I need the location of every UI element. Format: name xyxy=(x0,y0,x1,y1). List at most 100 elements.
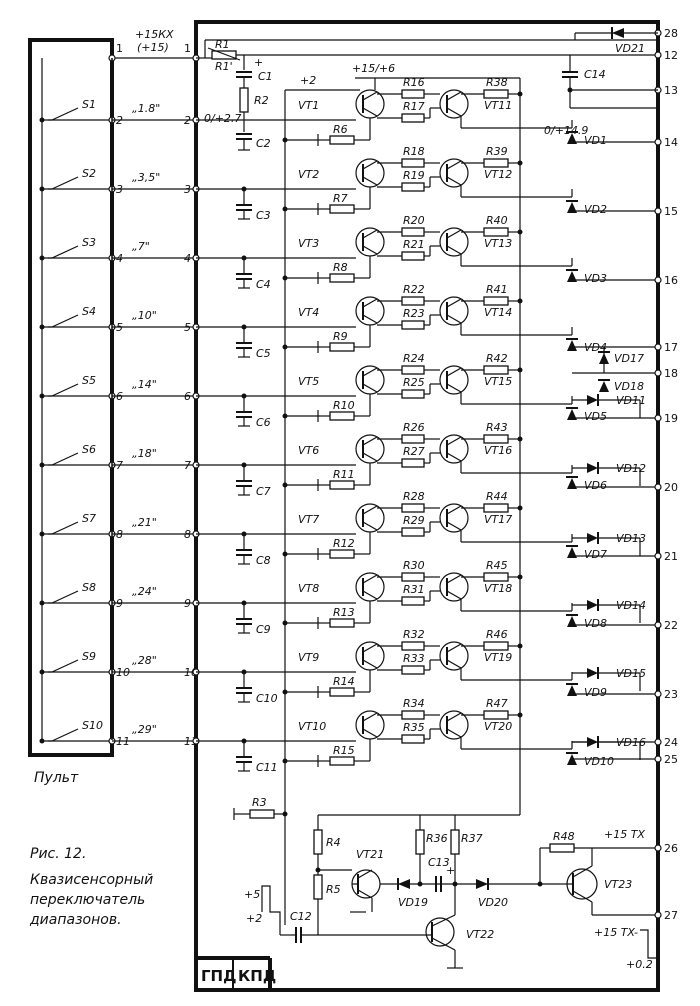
resistor-base xyxy=(329,687,355,697)
switch-row: S56„14"6C6 xyxy=(39,374,356,429)
resistor-r-top-label: R34 xyxy=(403,697,425,710)
transistor-vt20-label: VT20 xyxy=(484,720,512,733)
top-section: R1 R1' + C1 R2 C2 28 VD21 12 13 xyxy=(196,27,678,925)
output-pin-number: 14 xyxy=(664,136,678,149)
resistor-base-label: R11 xyxy=(333,468,355,481)
resistor-r-top xyxy=(401,296,425,306)
panel-label: Пульт xyxy=(34,770,79,786)
svg-text:28: 28 xyxy=(664,27,678,40)
resistor-base-label: R6 xyxy=(333,123,348,136)
supply-16-label: +15/+6 xyxy=(352,62,395,75)
resistor-r-mid-label: R25 xyxy=(403,376,425,389)
top-supply-label-1: +15КХ xyxy=(135,28,174,41)
resistor-r-top xyxy=(401,572,425,582)
transistor-vt11-label: VT11 xyxy=(484,99,512,112)
output-pin xyxy=(654,483,662,491)
svg-text:VD21: VD21 xyxy=(615,42,645,55)
resistor-r-top xyxy=(401,227,425,237)
resistor-r-mid xyxy=(401,665,425,675)
switch-label: S2 xyxy=(82,167,96,180)
resistor-r-top xyxy=(401,503,425,513)
svg-text:13: 13 xyxy=(664,84,678,97)
resistor-right-label: R42 xyxy=(486,352,508,365)
resistor-right-label: R40 xyxy=(486,214,508,227)
board-pin-number: 4 xyxy=(184,252,191,265)
svg-text:VT21: VT21 xyxy=(356,848,384,861)
svg-text:R5: R5 xyxy=(326,883,341,896)
switch-row: S78„21"8C8 xyxy=(39,512,356,567)
diode-vd3 xyxy=(567,271,577,282)
resistor-base-label: R13 xyxy=(333,606,355,619)
output-pin-number: 18 xyxy=(664,367,678,380)
tx-supply-label: +15 TX xyxy=(604,828,645,841)
resistor-r-mid xyxy=(401,182,425,192)
svg-text:+: + xyxy=(254,56,263,69)
output-pin xyxy=(654,276,662,284)
resistor-right xyxy=(483,89,509,99)
band-label: „24" xyxy=(132,585,157,598)
resistor-base xyxy=(329,273,355,283)
resistor-base xyxy=(329,618,355,628)
svg-text:C14: C14 xyxy=(584,68,606,81)
svg-text:C13: C13 xyxy=(428,856,450,869)
resistor-right xyxy=(483,227,509,237)
tx-supply-bottom-label: +15 TX- xyxy=(594,926,638,939)
transistor-vt12-label: VT12 xyxy=(484,168,512,181)
svg-text:12: 12 xyxy=(664,49,678,62)
transistor-vt10-label: VT10 xyxy=(298,720,326,733)
resistor-r-top-label: R28 xyxy=(403,490,425,503)
board-pin-number: 9 xyxy=(184,597,191,610)
resistor-r-top xyxy=(401,641,425,651)
band-label: „3,5" xyxy=(132,171,160,184)
resistor-r-mid xyxy=(401,458,425,468)
diode-vd5 xyxy=(567,409,577,420)
diode-vd21 xyxy=(612,28,624,38)
output-pin xyxy=(654,621,662,629)
switch-label: S1 xyxy=(82,98,96,111)
caption-line-2: переключатель xyxy=(30,892,145,908)
capacitor-label: C10 xyxy=(256,692,278,705)
svg-text:+: + xyxy=(446,864,455,877)
diode-vd9 xyxy=(567,685,577,696)
resistor-r-mid xyxy=(401,251,425,261)
resistor-r-top-label: R24 xyxy=(403,352,425,365)
resistor-r-top-label: R20 xyxy=(403,214,425,227)
resistor-r-top-label: R22 xyxy=(403,283,425,296)
pulse-high-label: +5 xyxy=(244,888,260,901)
switch-row: S12„1.8"2 xyxy=(39,98,356,127)
resistor-r-mid-label: R35 xyxy=(403,721,425,734)
resistor-r-mid xyxy=(401,320,425,330)
resistor-r-mid xyxy=(401,734,425,744)
output-pin xyxy=(654,755,662,763)
capacitor-label: C5 xyxy=(256,347,271,360)
diode-label: VD9 xyxy=(584,686,607,699)
transistor-vt5-label: VT5 xyxy=(298,375,319,388)
capacitor-label: C3 xyxy=(256,209,271,222)
diode-label: VD5 xyxy=(584,410,607,423)
caption-line-3: диапазонов. xyxy=(29,912,122,928)
diode-vd1 xyxy=(567,133,577,144)
resistor-base xyxy=(329,135,355,145)
switch-contact xyxy=(51,314,79,328)
resistor-right xyxy=(483,503,509,513)
resistor-r-top xyxy=(401,365,425,375)
resistor-r-mid-label: R31 xyxy=(403,583,425,596)
band-label: „29" xyxy=(132,723,157,736)
diode-vd18 xyxy=(599,381,609,392)
svg-text:C1: C1 xyxy=(258,70,273,83)
switch-contact xyxy=(51,383,79,397)
diode-vd13 xyxy=(587,533,598,543)
switch-contact xyxy=(51,176,79,190)
board-pin-number: 7 xyxy=(184,459,191,472)
diode-vd4 xyxy=(567,340,577,351)
resistor-right-label: R41 xyxy=(486,283,508,296)
diode-matrix: VD1VD2VD3VD4VD5VD6VD7VD8VD9VD10141516171… xyxy=(566,120,678,768)
band-label: „14" xyxy=(132,378,157,391)
svg-text:1: 1 xyxy=(116,42,123,55)
transistor-vt2-label: VT2 xyxy=(298,168,319,181)
